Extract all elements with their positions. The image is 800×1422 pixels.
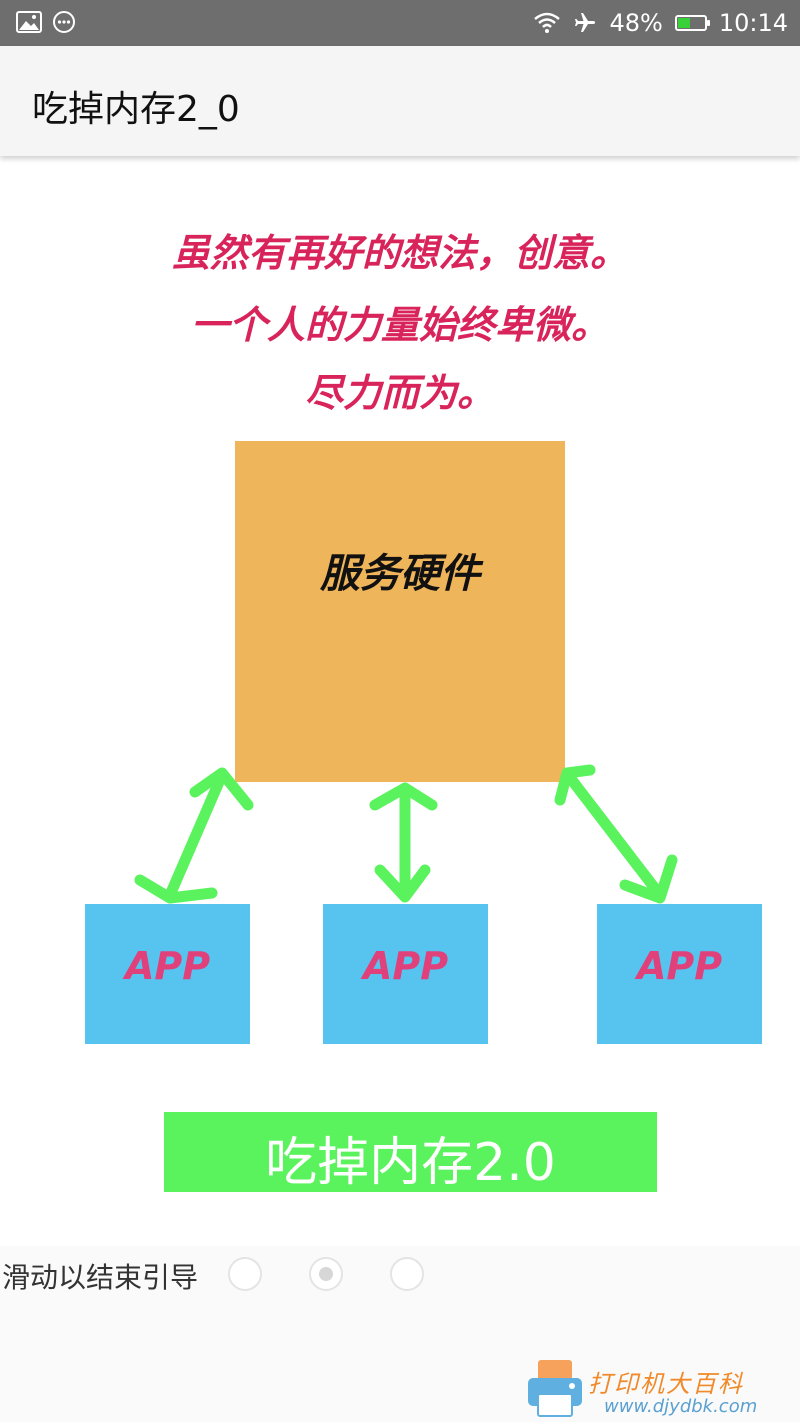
arrow-left bbox=[164, 769, 228, 901]
app-title: 吃掉内存2_0 bbox=[32, 89, 240, 130]
status-bar: 48% 10:14 bbox=[0, 0, 800, 46]
page-indicator-3[interactable] bbox=[390, 1257, 424, 1291]
server-hardware-box: 服务硬件 bbox=[235, 441, 565, 782]
app-bar: 吃掉内存2_0 bbox=[0, 46, 800, 156]
clock: 10:14 bbox=[718, 9, 788, 37]
image-icon bbox=[16, 11, 42, 33]
arrow-right-head-bottom bbox=[619, 854, 678, 904]
status-right-icons: 48% 10:14 bbox=[533, 8, 788, 38]
printer-logo-icon bbox=[528, 1360, 582, 1417]
app-box-label: APP bbox=[124, 944, 211, 988]
watermark-title: 打印机大百科 bbox=[588, 1370, 744, 1398]
arrow-left-head-bottom bbox=[134, 874, 218, 904]
brand-banner-text: 吃掉内存2.0 bbox=[265, 1133, 556, 1193]
airplane-icon bbox=[575, 13, 596, 32]
status-left-icons bbox=[16, 10, 76, 34]
app-box-2: APP bbox=[323, 904, 488, 1044]
server-hardware-label: 服务硬件 bbox=[320, 551, 480, 597]
wifi-icon bbox=[534, 12, 561, 33]
arrow-middle-head-top bbox=[369, 782, 438, 811]
battery-fill bbox=[677, 18, 691, 28]
battery-percent: 48% bbox=[609, 9, 663, 37]
page-indicator-2[interactable] bbox=[309, 1257, 343, 1291]
arrow-middle-head-bottom bbox=[374, 864, 431, 903]
brand-banner: 吃掉内存2.0 bbox=[164, 1112, 657, 1193]
battery-icon bbox=[674, 15, 710, 31]
app-box-1: APP bbox=[85, 904, 250, 1044]
arrow-right bbox=[562, 769, 666, 901]
quote-line-1: 虽然有再好的想法，创意。 bbox=[171, 231, 628, 275]
app-box-label: APP bbox=[636, 944, 723, 988]
quote-line-3: 尽力而为。 bbox=[304, 371, 495, 415]
app-box-label: APP bbox=[362, 944, 449, 988]
page-indicator-1[interactable] bbox=[228, 1257, 262, 1291]
chat-icon bbox=[53, 11, 75, 33]
watermark: 打印机大百科 www.djydbk.com bbox=[524, 1356, 800, 1422]
watermark-url: www.djydbk.com bbox=[604, 1396, 758, 1417]
swipe-hint-text: 滑动以结束引导 bbox=[2, 1261, 199, 1294]
quote-line-2: 一个人的力量始终卑微。 bbox=[190, 303, 609, 347]
app-box-3: APP bbox=[597, 904, 762, 1044]
